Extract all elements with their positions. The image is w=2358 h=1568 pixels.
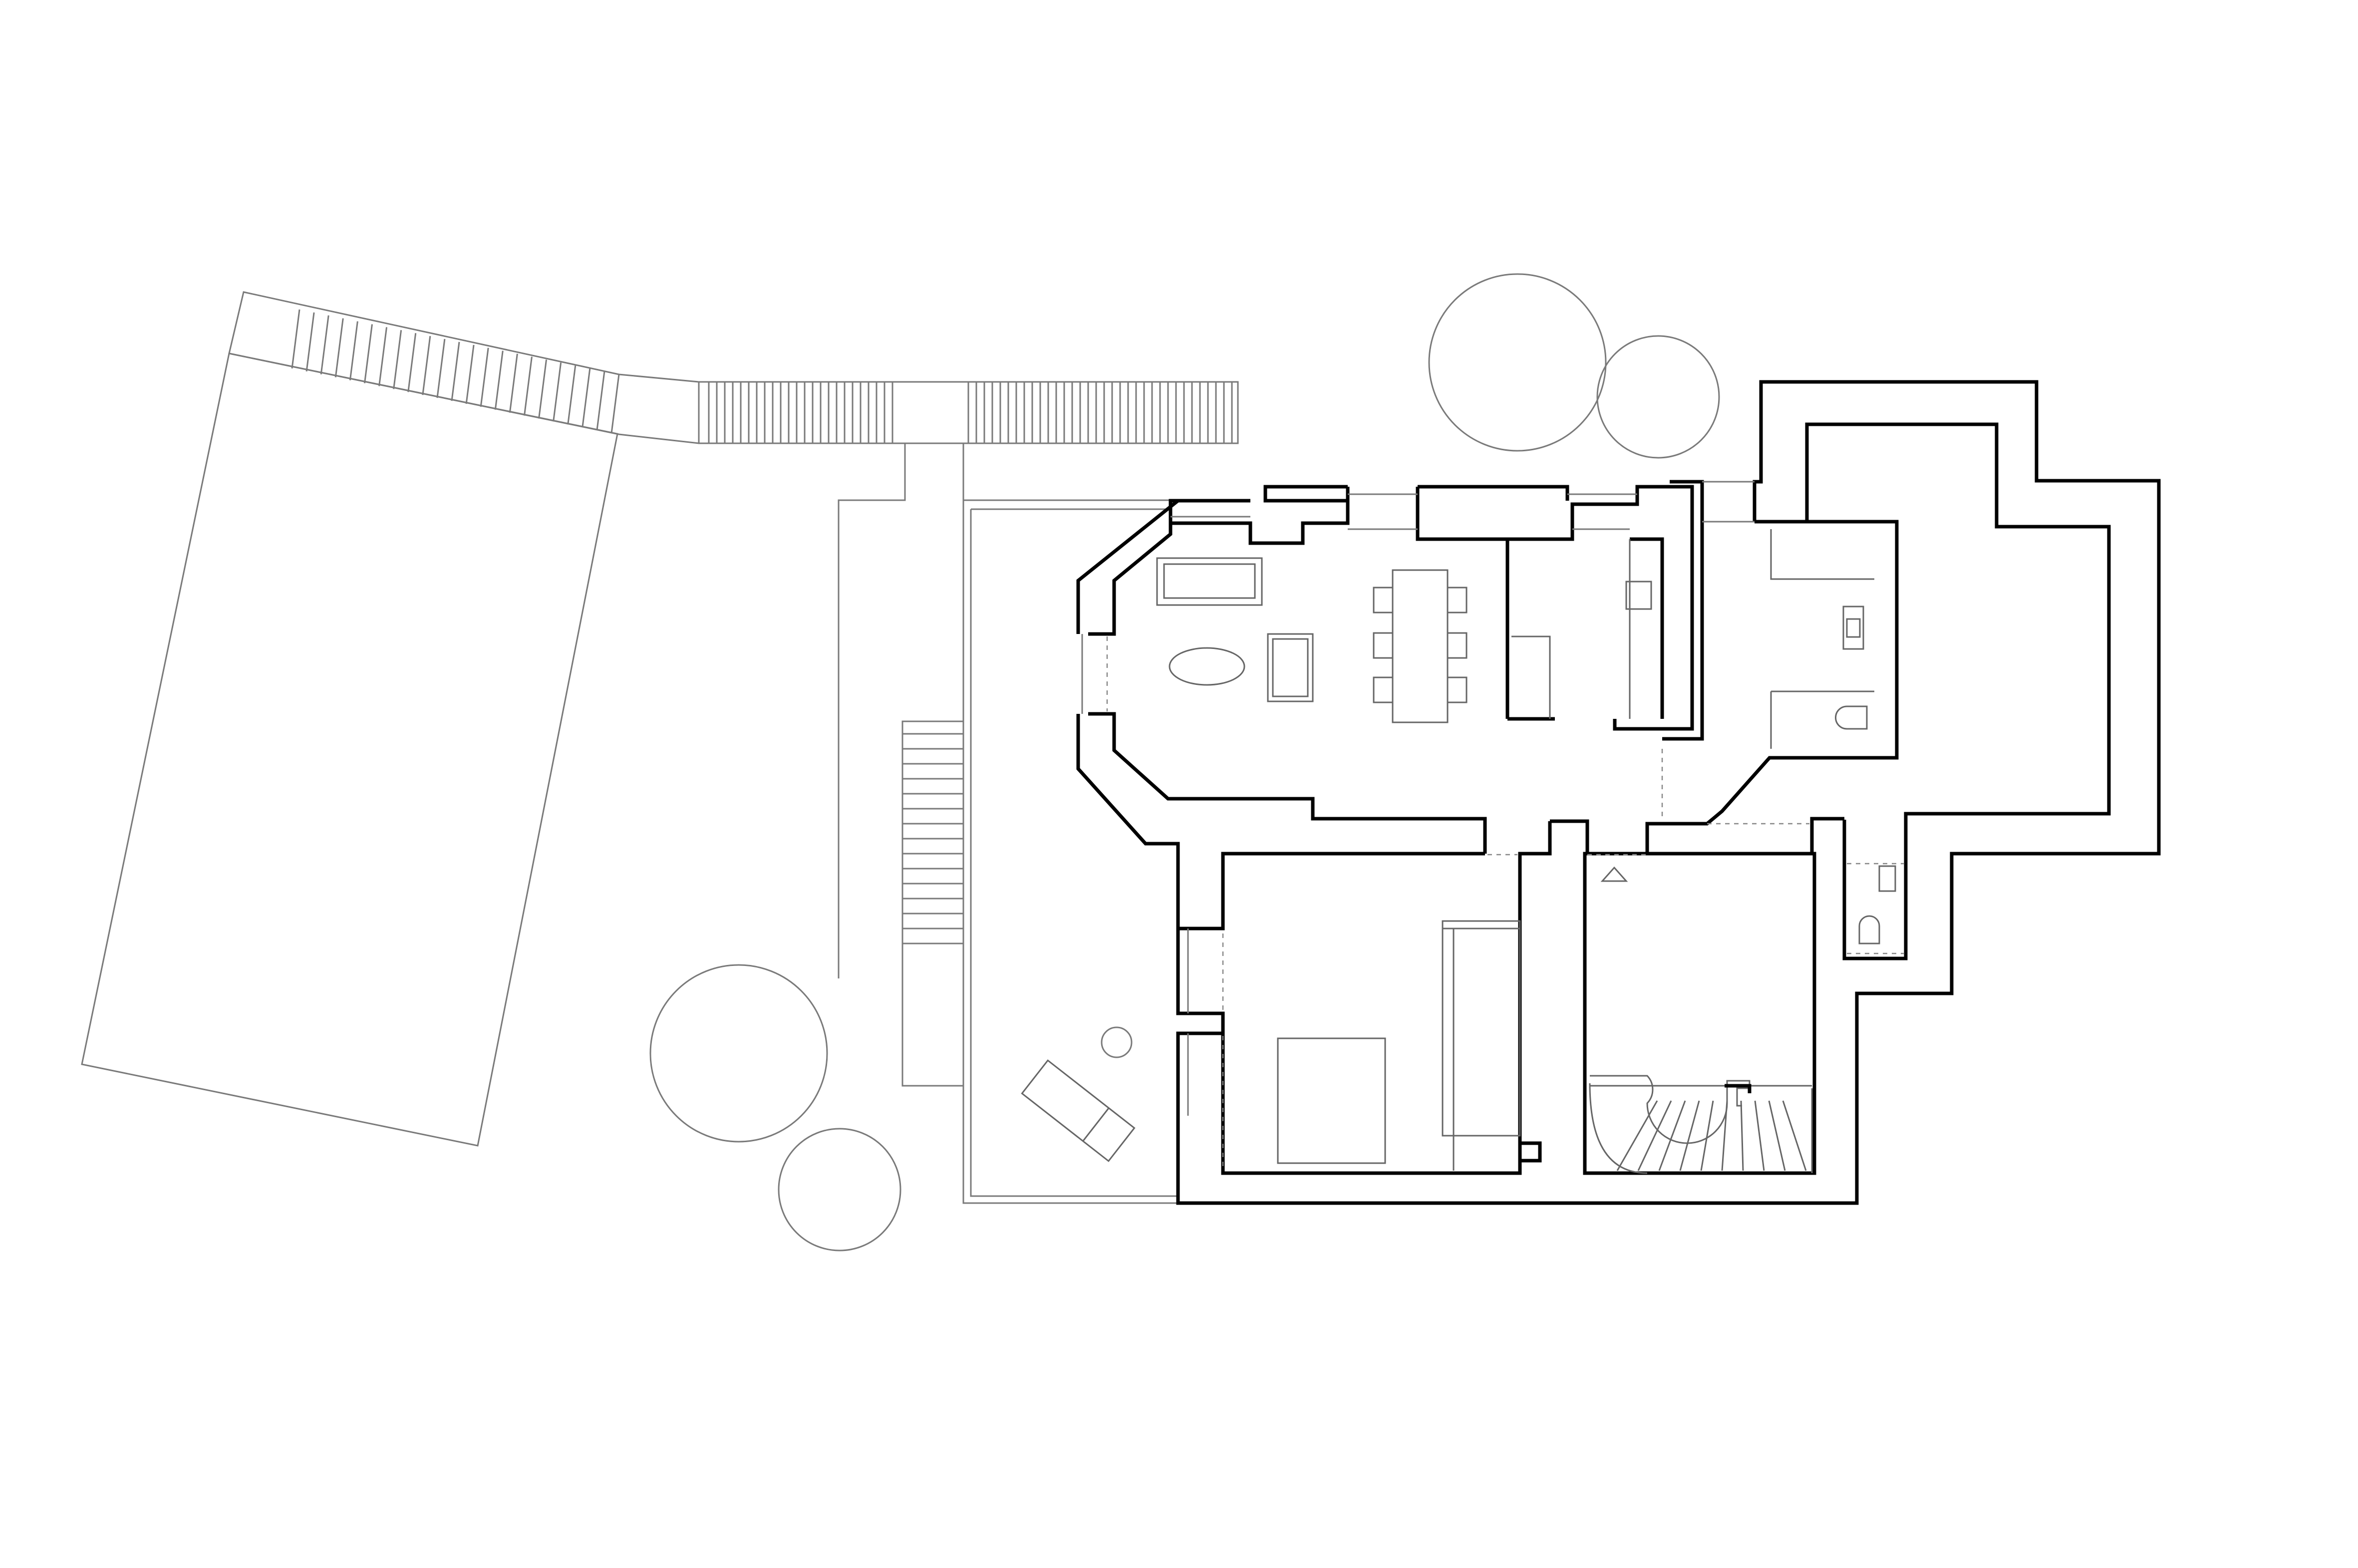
bath-toilet [1835, 705, 1868, 730]
spiral-stair-tread [1740, 1100, 1744, 1171]
spiral-stair-tread [1616, 1100, 1658, 1171]
stair-treads [291, 309, 1233, 944]
garden-lawn [81, 352, 618, 1147]
bedroom-left-wall [1176, 929, 1225, 1116]
stair-arrow [1600, 866, 1628, 882]
door-openings [1106, 636, 1904, 1168]
stair-tread [553, 362, 562, 422]
small-planter [1101, 1026, 1133, 1058]
stair-tread [523, 356, 533, 416]
kitchen-wall-right [1630, 537, 1664, 719]
tree-canopy [778, 1128, 901, 1252]
tree-canopy [1428, 273, 1607, 452]
stair-tread [305, 312, 315, 372]
stair-tread [480, 347, 489, 407]
east-wing-corridor [1645, 520, 1899, 849]
stair-hall-top [1645, 849, 1812, 856]
kitchen-outer-right [1662, 480, 1704, 741]
dining-table [1392, 569, 1449, 723]
furniture [1156, 529, 1896, 1171]
stair-tread [582, 368, 591, 428]
north-facade [1169, 499, 1250, 523]
stair-tread [349, 321, 358, 380]
spiral-stair-tread [1782, 1100, 1807, 1171]
spiral-stair-tread [1637, 1100, 1672, 1171]
tree-canopy [649, 964, 828, 1143]
stair-tread [465, 344, 475, 404]
north-facade-4 [1416, 485, 1694, 731]
bath-sink [1842, 606, 1864, 650]
stair-tread [407, 333, 417, 392]
spiral-stair-tread [1679, 1100, 1700, 1171]
kitchen-counter [1511, 635, 1551, 719]
spiral-stair-tread [1700, 1100, 1714, 1171]
spiral-stair-tread [1768, 1100, 1786, 1171]
stair-tread [436, 338, 446, 398]
sofa [1156, 557, 1263, 606]
spiral-stair [1589, 1075, 1813, 1174]
stair-tread [422, 335, 431, 395]
stair-tread [451, 341, 460, 401]
north-facade-2 [1171, 485, 1350, 545]
wc-sink [1878, 865, 1896, 892]
east-wing-inner [1805, 422, 2111, 960]
kitchen-appliance [1625, 581, 1652, 610]
terrace-outline-left [962, 500, 1178, 1204]
bedroom-outer-left [1178, 852, 1485, 931]
bedroom-inner [1221, 821, 1552, 1175]
stair-tread [378, 327, 388, 386]
bath-counter [1770, 529, 1874, 580]
living-room-outer-wall-lower [1076, 714, 1180, 929]
stair-tread [291, 309, 300, 369]
stair-tread [538, 359, 548, 419]
wc-toilet [1858, 915, 1880, 944]
armchair [1267, 633, 1314, 702]
stair-tread [334, 318, 344, 377]
coffee-table [1169, 647, 1245, 686]
walkway-straight [698, 381, 1239, 444]
stair-tread [509, 353, 518, 413]
trees [649, 273, 1720, 1252]
east-wing-outer [1176, 380, 2161, 1205]
wardrobe [1442, 920, 1521, 1137]
bed [1277, 1037, 1386, 1164]
stair-tread [494, 350, 504, 410]
spiral-stair-tread [1721, 1100, 1728, 1171]
stair-tread [363, 324, 373, 383]
stair-tread [567, 365, 577, 425]
stair-tread [610, 374, 620, 434]
sun-lounger [1021, 1059, 1136, 1162]
tree-canopy [1596, 335, 1720, 459]
living-room-inner-wall-lower [1088, 712, 1487, 854]
stair-tread [596, 371, 605, 431]
spiral-stair-tread [1658, 1100, 1686, 1171]
north-facade-5 [1418, 485, 1569, 501]
spiral-stair-tread [1754, 1100, 1765, 1171]
side-path [838, 443, 906, 978]
outdoor-stair [901, 720, 964, 1087]
exterior-walls [1076, 380, 2161, 1205]
terrace-outline-inner-left [970, 509, 1178, 1197]
stair-hall-walls [1550, 817, 1844, 1175]
stair-tread [393, 330, 402, 389]
windows [1081, 481, 1755, 1116]
living-room-inner-wall [1088, 523, 1173, 636]
bedside-cabinet [1518, 1141, 1542, 1163]
stair-tread [320, 315, 329, 375]
